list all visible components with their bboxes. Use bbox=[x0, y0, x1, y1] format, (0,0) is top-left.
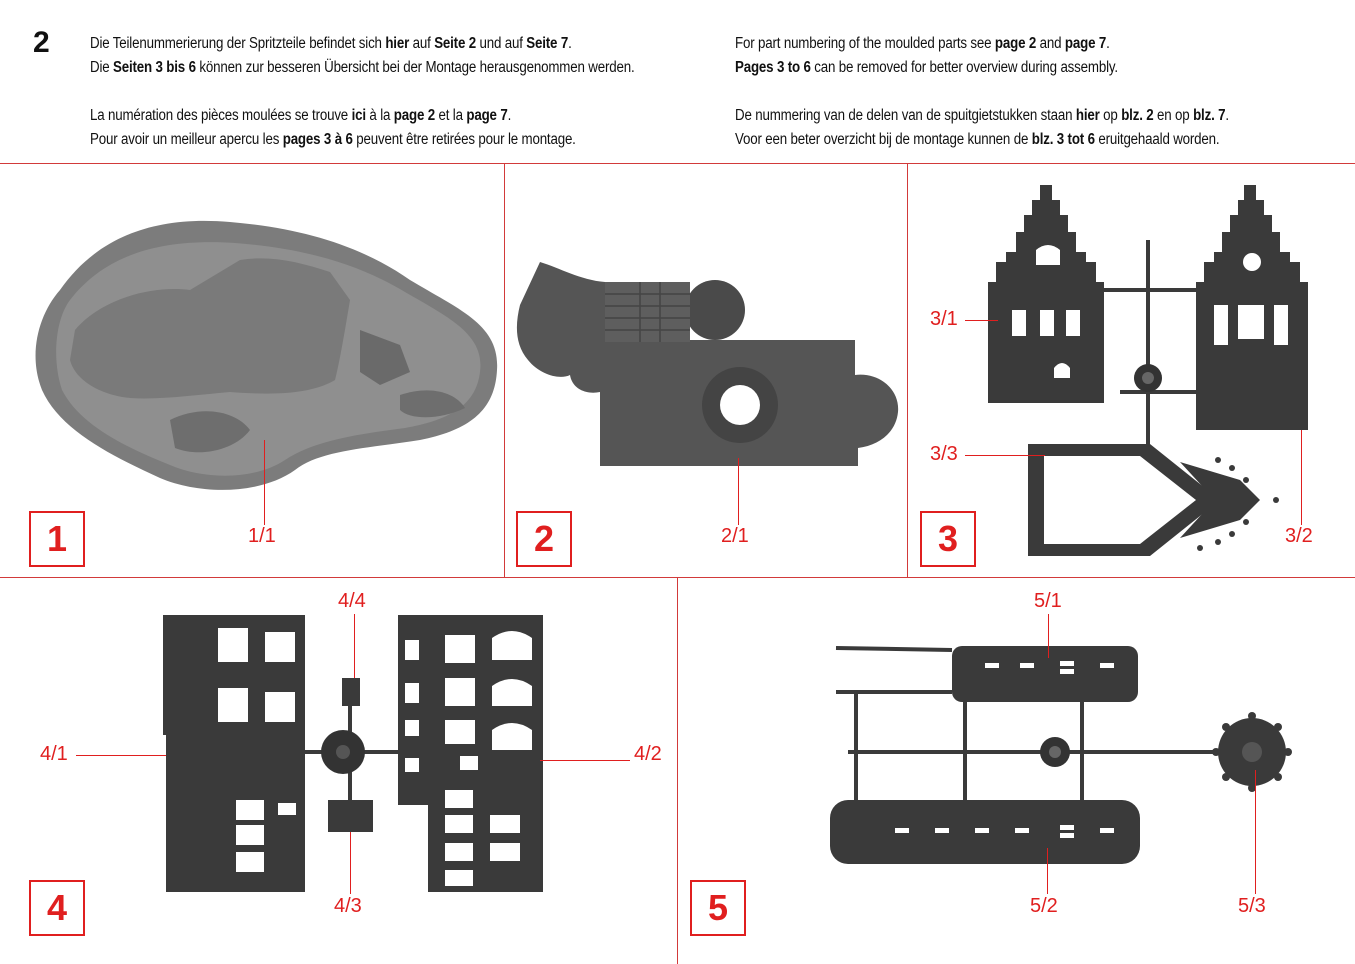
leader-3-2 bbox=[1301, 430, 1302, 525]
page-number: 2 bbox=[33, 26, 50, 59]
part-label-5-1: 5/1 bbox=[1034, 590, 1062, 612]
intro-en-line1: For part numbering of the moulded parts … bbox=[735, 32, 1118, 56]
part-label-3-2: 3/2 bbox=[1285, 525, 1313, 547]
intro-de: Die Teilenummerierung der Spritzteile be… bbox=[90, 32, 635, 80]
leader-5-2 bbox=[1047, 848, 1048, 894]
leader-1-1 bbox=[264, 440, 265, 525]
part-label-4-2: 4/2 bbox=[634, 743, 662, 765]
bold-reference: page 7 bbox=[1064, 35, 1107, 52]
leader-2-1 bbox=[738, 458, 739, 525]
bold-reference: page 2 bbox=[393, 107, 435, 124]
bold-reference: pages 3 à 6 bbox=[282, 131, 353, 148]
intro-nl: De nummering van de delen van de spuitgi… bbox=[735, 104, 1229, 152]
text-segment: Die bbox=[90, 59, 114, 76]
leader-5-3 bbox=[1255, 770, 1256, 894]
text-segment: La numération des pièces moulées se trou… bbox=[90, 107, 352, 124]
intro-en-line2: Pages 3 to 6 can be removed for better o… bbox=[735, 56, 1118, 80]
part-label-2-1: 2/1 bbox=[721, 525, 749, 547]
intro-fr-line2: Pour avoir un meilleur apercu les pages … bbox=[90, 128, 576, 152]
divider-panel-2-3 bbox=[907, 163, 908, 577]
bold-reference: Seiten 3 bis 6 bbox=[113, 59, 196, 76]
text-segment: . bbox=[1106, 35, 1110, 52]
bold-reference: blz. 3 tot 6 bbox=[1031, 131, 1095, 148]
bold-reference: hier bbox=[1075, 107, 1100, 124]
part-label-4-4: 4/4 bbox=[338, 590, 366, 612]
text-segment: and bbox=[1036, 35, 1065, 52]
bold-reference: blz. 2 bbox=[1121, 107, 1154, 124]
text-segment: eruitgehaald worden. bbox=[1094, 131, 1220, 148]
panel-badge-3: 3 bbox=[920, 511, 976, 567]
text-segment: For part numbering of the moulded parts … bbox=[735, 35, 995, 52]
text-segment: peuvent être retirées pour le montage. bbox=[352, 131, 576, 148]
bold-reference: Seite 7 bbox=[526, 35, 569, 52]
text-segment: können zur besseren Übersicht bei der Mo… bbox=[195, 59, 635, 76]
text-segment: De nummering van de delen van de spuitgi… bbox=[735, 107, 1076, 124]
divider-panel-1-2 bbox=[504, 163, 505, 577]
bold-reference: Seite 2 bbox=[434, 35, 476, 52]
text-segment: à la bbox=[365, 107, 394, 124]
bold-reference: page 7 bbox=[466, 107, 508, 124]
leader-4-4 bbox=[354, 614, 355, 678]
part-label-1-1: 1/1 bbox=[248, 525, 276, 547]
leader-3-1 bbox=[965, 320, 998, 321]
intro-nl-line1: De nummering van de delen van de spuitgi… bbox=[735, 104, 1229, 128]
intro-fr-line1: La numération des pièces moulées se trou… bbox=[90, 104, 576, 128]
leader-4-2 bbox=[540, 760, 630, 761]
intro-nl-line2: Voor een beter overzicht bij de montage … bbox=[735, 128, 1229, 152]
bold-reference: ici bbox=[351, 107, 366, 124]
text-segment: . bbox=[568, 35, 572, 52]
intro-de-line2: Die Seiten 3 bis 6 können zur besseren Ü… bbox=[90, 56, 635, 80]
part-label-5-2: 5/2 bbox=[1030, 895, 1058, 917]
bold-reference: hier bbox=[385, 35, 410, 52]
part-label-4-1: 4/1 bbox=[40, 743, 68, 765]
text-segment: . bbox=[507, 107, 512, 124]
text-segment: Pour avoir un meilleur apercu les bbox=[90, 131, 283, 148]
panel-badge-5: 5 bbox=[690, 880, 746, 936]
text-segment: und auf bbox=[475, 35, 527, 52]
leader-4-1 bbox=[76, 755, 166, 756]
leader-5-1 bbox=[1048, 614, 1049, 658]
text-segment: can be removed for better overview durin… bbox=[810, 59, 1118, 76]
text-segment: Die Teilenummerierung der Spritzteile be… bbox=[90, 35, 386, 52]
divider-top bbox=[0, 163, 1355, 164]
bold-reference: page 2 bbox=[994, 35, 1037, 52]
intro-fr: La numération des pièces moulées se trou… bbox=[90, 104, 576, 152]
leader-4-3 bbox=[350, 832, 351, 894]
panel-badge-1: 1 bbox=[29, 511, 85, 567]
text-segment: auf bbox=[409, 35, 435, 52]
divider-panel-4-5 bbox=[677, 577, 678, 964]
leader-3-3 bbox=[965, 455, 1045, 456]
text-segment: Voor een beter overzicht bij de montage … bbox=[735, 131, 1032, 148]
part-label-3-1: 3/1 bbox=[930, 308, 958, 330]
text-segment: et la bbox=[434, 107, 467, 124]
text-segment: en op bbox=[1153, 107, 1194, 124]
part-label-3-3: 3/3 bbox=[930, 443, 958, 465]
bold-reference: blz. 7 bbox=[1193, 107, 1226, 124]
intro-de-line1: Die Teilenummerierung der Spritzteile be… bbox=[90, 32, 634, 56]
panel-badge-2: 2 bbox=[516, 511, 572, 567]
part-label-5-3: 5/3 bbox=[1238, 895, 1266, 917]
text-segment: op bbox=[1099, 107, 1122, 124]
text-segment: . bbox=[1225, 107, 1229, 124]
intro-en: For part numbering of the moulded parts … bbox=[735, 32, 1118, 80]
part-label-4-3: 4/3 bbox=[334, 895, 362, 917]
panel-badge-4: 4 bbox=[29, 880, 85, 936]
bold-reference: Pages 3 to 6 bbox=[735, 59, 811, 76]
